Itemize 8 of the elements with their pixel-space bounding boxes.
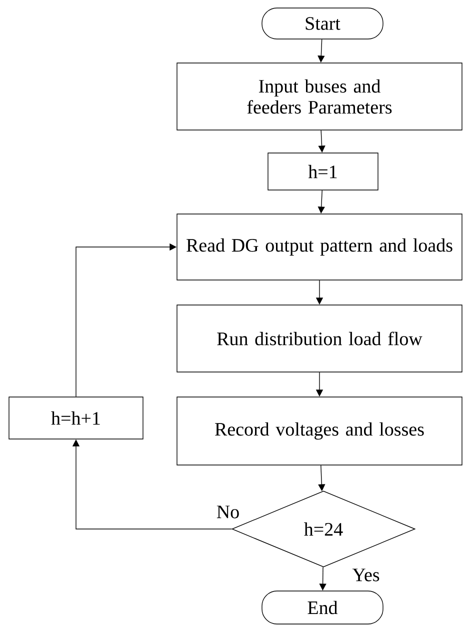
process-box: Read DG output pattern and loads bbox=[176, 214, 462, 280]
edge-label: No bbox=[216, 506, 239, 518]
process-box: h=h+1 bbox=[8, 396, 144, 440]
process-box: Run distribution load flow bbox=[176, 304, 462, 372]
process-box: Input buses and feeders Parameters bbox=[176, 62, 462, 130]
process-box: Record voltages and losses bbox=[176, 396, 462, 466]
edge-label: Yes bbox=[352, 568, 380, 582]
process-box: h=1 bbox=[268, 152, 378, 190]
